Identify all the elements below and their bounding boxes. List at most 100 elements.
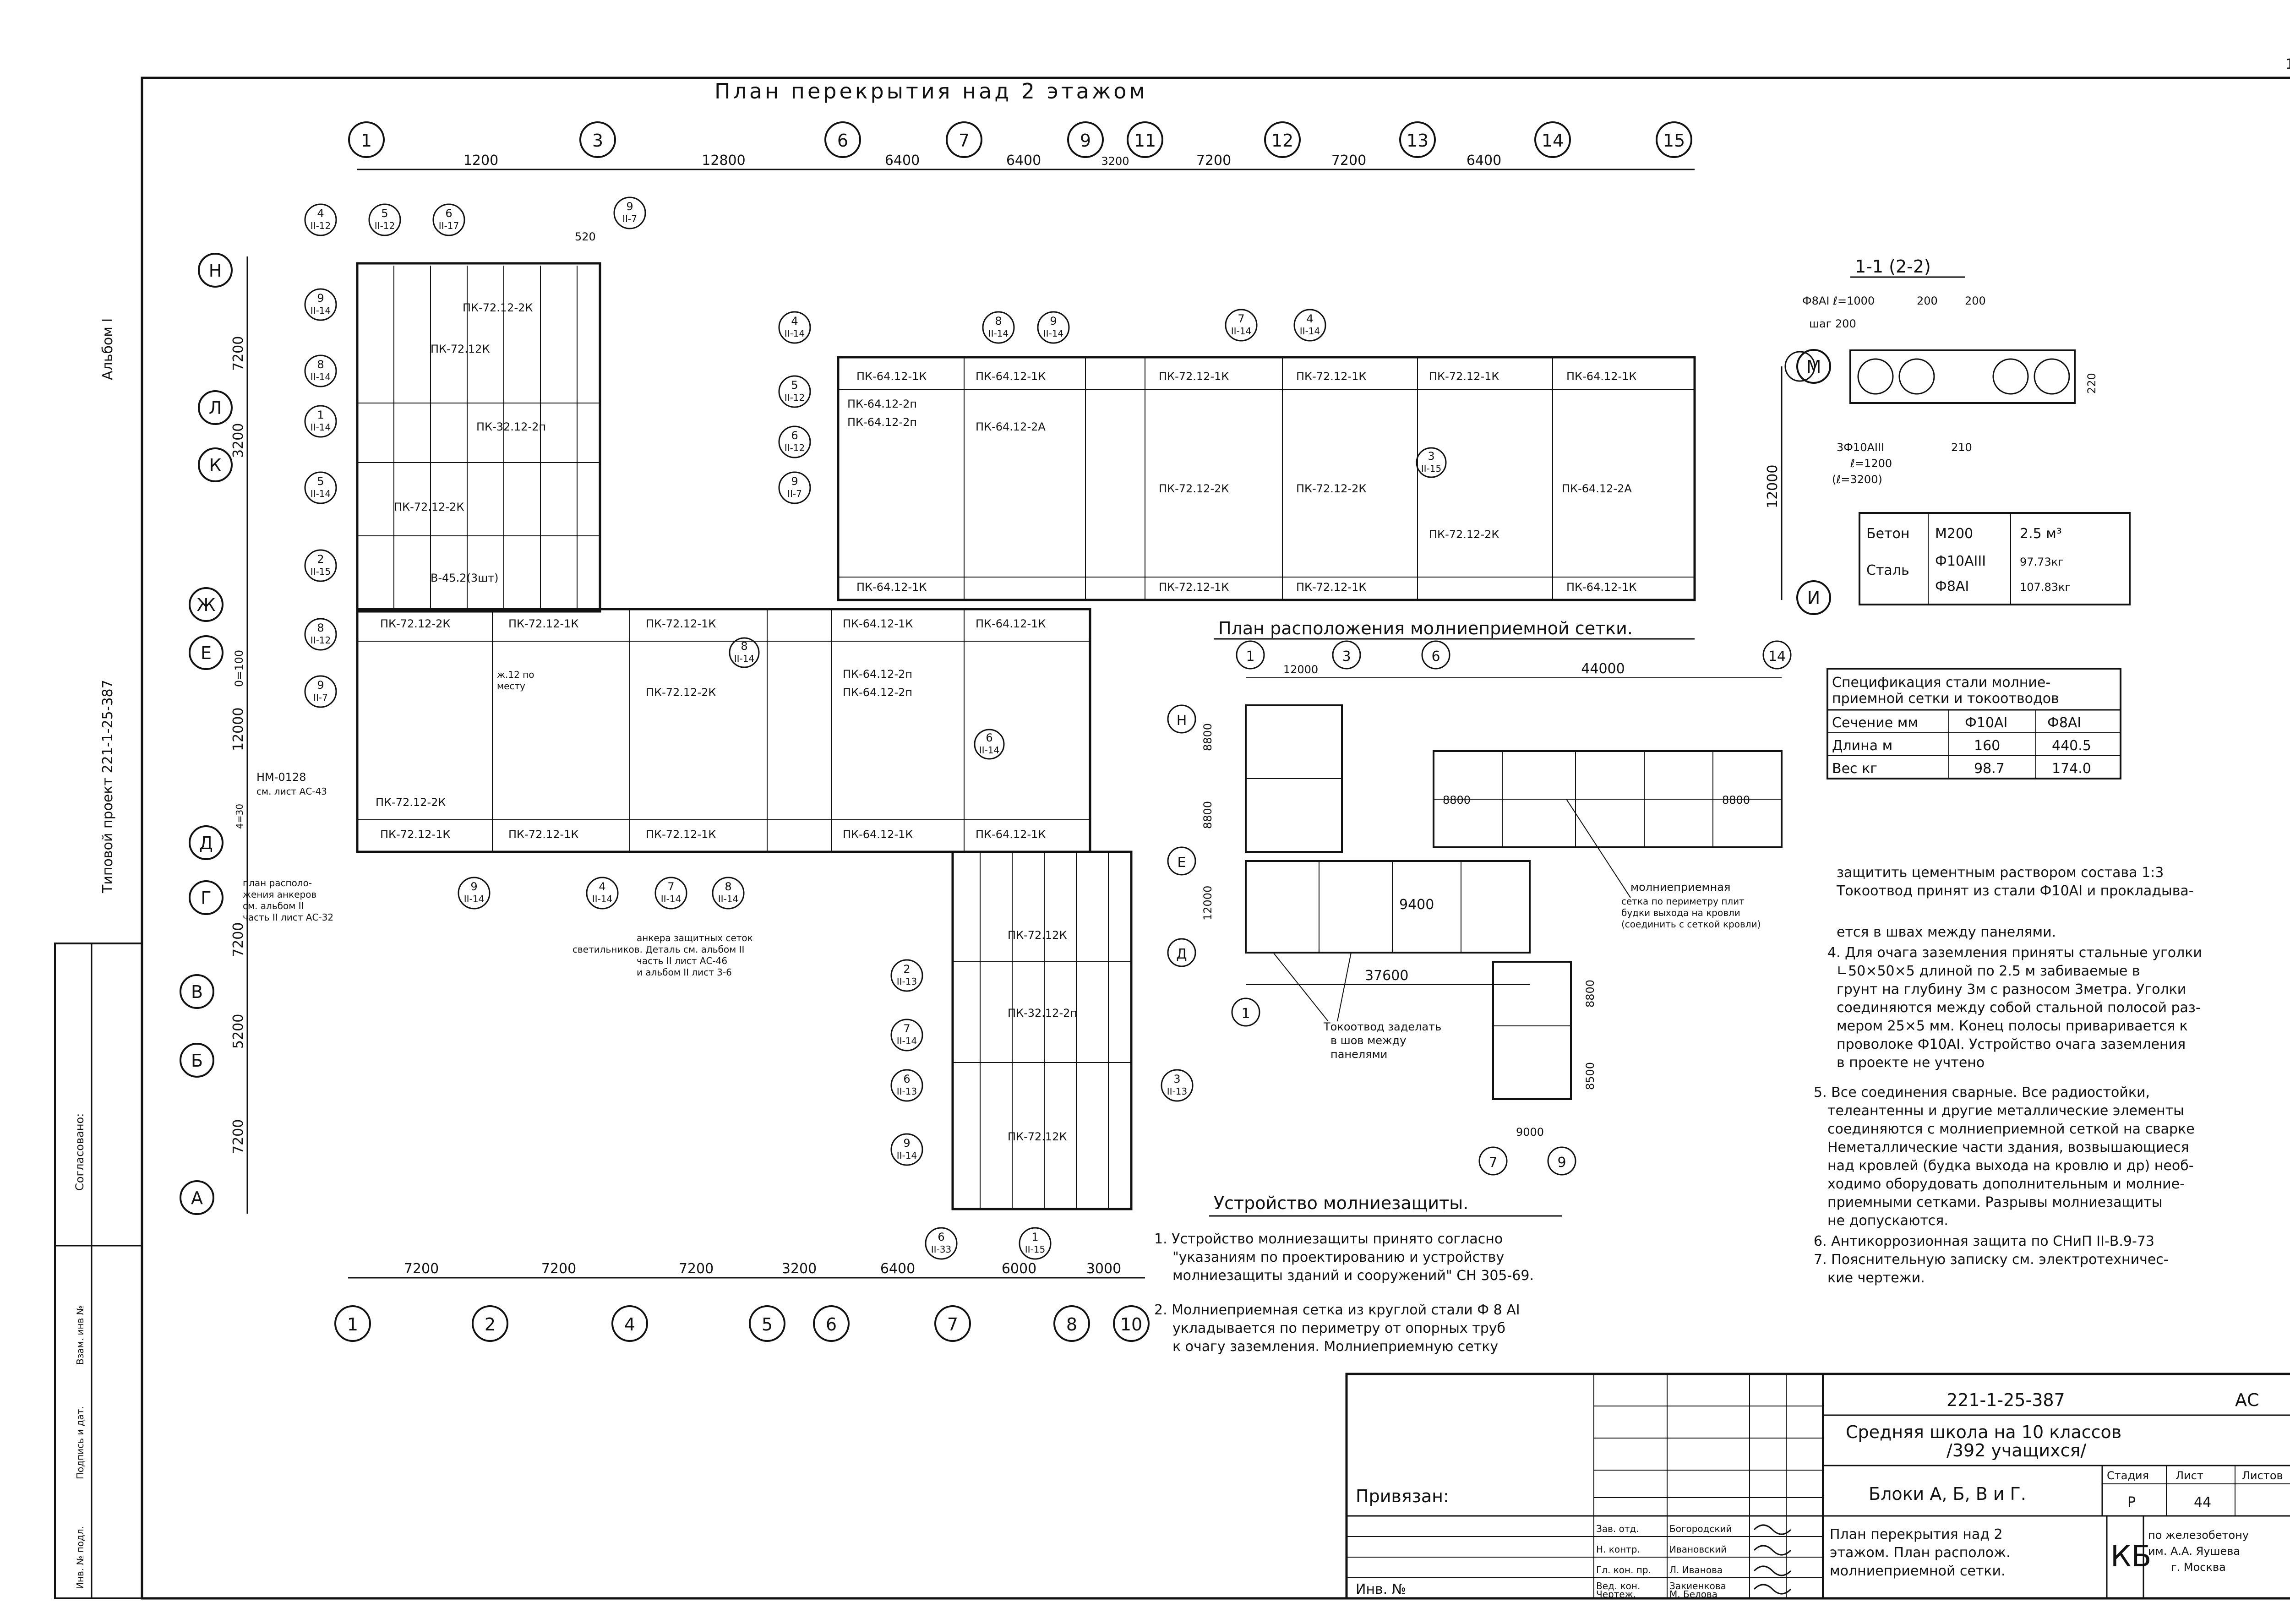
svg-text:Сталь: Сталь [1866, 562, 1909, 578]
left-margin: Альбом I Типовой проект 221-1-25-387 Сог… [54, 318, 143, 1599]
svg-text:Неметаллические части здания,: Неметаллические части здания, возвышающи… [1827, 1139, 2189, 1155]
section-title: 1-1 (2-2) [1855, 256, 1931, 277]
axis-bubble [1796, 580, 1831, 615]
svg-text:"указаниям по проектированию и: "указаниям по проектированию и устройств… [1172, 1249, 1504, 1265]
svg-text:Е: Е [1178, 855, 1186, 871]
callout [1019, 1227, 1052, 1260]
dim-label: 7200 [230, 1119, 246, 1154]
callout [778, 425, 811, 458]
callout [778, 471, 811, 504]
panel-label: ПК-72.12-2К [376, 796, 446, 809]
axis-bubble [1656, 121, 1692, 158]
svg-text:II-14: II-14 [592, 894, 612, 905]
svg-text:Гл. кон. пр.: Гл. кон. пр. [1596, 1564, 1651, 1575]
svg-text:укладывается по периметру от о: укладывается по периметру от опорных тру… [1172, 1320, 1505, 1336]
svg-text:II-33: II-33 [931, 1244, 951, 1255]
dim-label: 12800 [702, 153, 745, 169]
callout [458, 877, 491, 910]
lightning-section: Устройство молниезащиты. 1. Устройство м… [1154, 1193, 1562, 1355]
dim-label: 6400 [1006, 153, 1041, 169]
svg-text:107.83кг: 107.83кг [2020, 581, 2071, 594]
svg-text:часть II лист АС-32: часть II лист АС-32 [243, 912, 333, 923]
svg-text:светильников. Деталь см. альбо: светильников. Деталь см. альбом II [572, 944, 744, 955]
svg-text:II-14: II-14 [311, 305, 331, 316]
callout [368, 203, 401, 236]
svg-text:8500: 8500 [1584, 1062, 1597, 1090]
note-nm2: см. лист АС-43 [256, 786, 327, 797]
svg-text:9000: 9000 [1516, 1126, 1544, 1139]
axis-bubble [611, 1305, 648, 1342]
axis-label: К [209, 455, 222, 475]
kb-mark: КБ [2110, 1540, 2151, 1574]
sheet-number: 12 [2285, 56, 2290, 72]
svg-text:приемной сетки и токоотводов: приемной сетки и токоотводов [1832, 691, 2059, 707]
dim-label: 3200 [230, 423, 246, 458]
svg-text:г. Москва: г. Москва [2171, 1561, 2226, 1574]
panel-label: ПК-72.12-1К [1159, 370, 1229, 383]
section-rebar-top: Ф8АI ℓ=1000 [1802, 294, 1875, 307]
callout [304, 288, 337, 321]
svg-text:План перекрытия над 2: План перекрытия над 2 [1830, 1526, 2003, 1542]
svg-text:им. А.А. Яушева: им. А.А. Яушева [2148, 1545, 2240, 1558]
svg-text:II-13: II-13 [1167, 1086, 1187, 1097]
callout [778, 311, 811, 344]
axis-bubble [749, 1305, 785, 1342]
svg-text:II-7: II-7 [313, 692, 328, 703]
svg-text:1: 1 [317, 409, 324, 421]
axis-label: Н [209, 261, 222, 281]
svg-text:1: 1 [1031, 1231, 1038, 1243]
axis-label: 7 [947, 1314, 958, 1335]
svg-text:8800: 8800 [1201, 801, 1214, 829]
svg-text:II-14: II-14 [311, 488, 331, 499]
svg-text:Токоотвод заделать: Токоотвод заделать [1323, 1020, 1441, 1033]
axis-bubble [1784, 351, 1816, 382]
svg-text:кие чертежи.: кие чертежи. [1827, 1270, 1925, 1286]
callout [974, 729, 1005, 760]
svg-text:9400: 9400 [1399, 897, 1434, 913]
block-a-outline [356, 262, 601, 613]
panel-label: ПК-64.12-2А [1562, 482, 1632, 495]
callout [1225, 309, 1258, 342]
svg-text:телеантенны и другие металличе: телеантенны и другие металлические элеме… [1827, 1103, 2184, 1119]
svg-text:174.0: 174.0 [2052, 761, 2091, 777]
svg-text:приемными сетками. Разрывы мол: приемными сетками. Разрывы молниезащиты [1827, 1194, 2162, 1210]
axis-bubble [198, 447, 233, 482]
callout [1416, 447, 1447, 478]
panel-label: ПК-72.12-1К [646, 617, 716, 630]
svg-text:Ф8АI: Ф8АI [1935, 578, 1969, 594]
svg-text:97.73кг: 97.73кг [2020, 556, 2064, 568]
axis-bubble [1796, 349, 1831, 384]
signature [1753, 1584, 1792, 1595]
svg-text:6: 6 [445, 207, 452, 220]
panel-label: ПК-72.12-2К [380, 617, 450, 630]
main-plan: План перекрытия над 2 этажом 1 3 6 7 9 1… [180, 79, 1831, 1342]
project-label: Типовой проект 221-1-25-387 [100, 680, 116, 894]
svg-text:5. Все соединения сварные. Все: 5. Все соединения сварные. Все радиостой… [1814, 1084, 2150, 1101]
dim-label: 0=100 [233, 650, 245, 687]
svg-text:II-12: II-12 [311, 220, 331, 231]
svg-text:5: 5 [791, 379, 798, 392]
svg-text:44: 44 [2194, 1494, 2211, 1510]
panel-label: ПК-64.12-2А [976, 420, 1046, 433]
svg-text:Длина м: Длина м [1832, 738, 1892, 754]
svg-text:II-14: II-14 [718, 894, 738, 905]
dim-label: 6000 [1002, 1261, 1036, 1277]
svg-text:8: 8 [317, 358, 324, 371]
svg-text:Закиенкова: Закиенкова [1669, 1580, 1726, 1591]
axis-bubble [198, 253, 233, 288]
axis-label: Ж [197, 595, 216, 615]
axis-bubble [189, 880, 224, 915]
panel-label: ПК-72.12-1К [508, 828, 578, 841]
section-rebar-bottom: 3Ф10АIII [1837, 441, 1884, 454]
svg-text:молниеприемной сетки.: молниеприемной сетки. [1830, 1563, 2006, 1579]
svg-text:Вес кг: Вес кг [1832, 761, 1877, 777]
callout [304, 471, 337, 504]
svg-text:мером 25×5 мм. Конец полосы пр: мером 25×5 мм. Конец полосы привариваетс… [1837, 1018, 2188, 1034]
axis-bubble [472, 1305, 508, 1342]
svg-text:Токоотвод принят из стали Ф10А: Токоотвод принят из стали Ф10АI и прокла… [1836, 883, 2194, 899]
axis-label: 15 [1663, 131, 1685, 151]
svg-text:Н: Н [1177, 713, 1187, 729]
svg-text:молниеприемная: молниеприемная [1630, 881, 1730, 894]
notes: защитить цементным раствором состава 1:3… [1814, 865, 2202, 1286]
